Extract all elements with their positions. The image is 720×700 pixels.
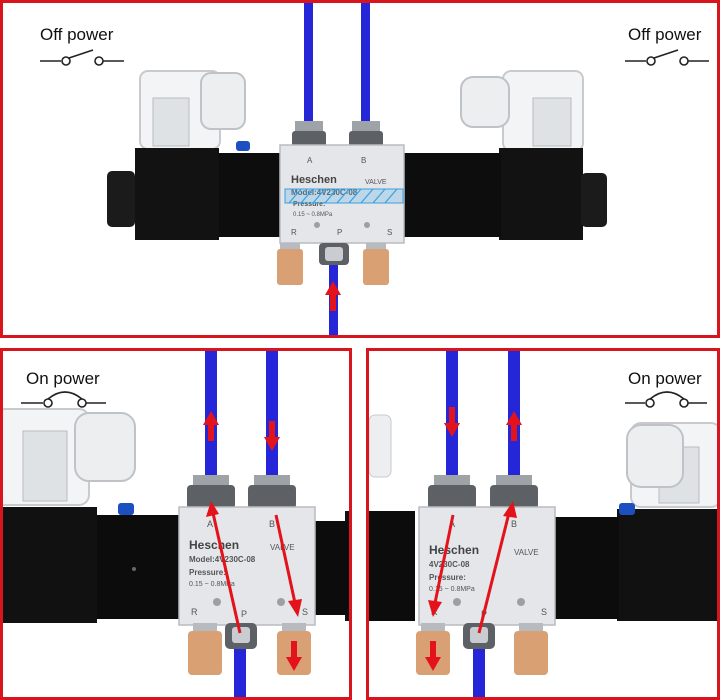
flow-path-p-to-a (206, 501, 242, 634)
model-text: Model:4V230C-08 (291, 188, 358, 197)
pressure-text: Pressure: (189, 568, 226, 577)
right-solenoid (555, 422, 717, 621)
left-solenoid (3, 408, 189, 623)
panel-on-power-right: On power A B Heschen VALVE 4V (366, 348, 720, 700)
brand-text: Heschen (189, 538, 239, 552)
range-text: 0.15 ~ 0.8MPa (293, 212, 333, 218)
port-r-text: R (191, 607, 198, 617)
fitting-p (225, 623, 257, 649)
flow-arrow-up-b (506, 411, 522, 441)
muffler-r (277, 243, 303, 285)
exhaust-arrow-s (286, 641, 302, 671)
fitting-b (490, 475, 538, 509)
valve-type-text: VALVE (365, 179, 387, 186)
off-power-label-right: Off power (628, 25, 702, 44)
range-text: 0.15 ~ 0.8MPa (429, 586, 475, 593)
valve-diagram-on-right: A B Heschen VALVE 4V230C-08 Pressure: 0.… (369, 351, 717, 697)
pressure-text: Pressure: (293, 201, 325, 208)
flow-arrow-p (325, 281, 341, 311)
tube-a (304, 3, 313, 127)
range-text: 0.15 ~ 0.8MPa (189, 581, 235, 588)
port-a-text: A (307, 156, 313, 165)
exhaust-arrow-r (425, 641, 441, 671)
open-switch-icon-right (625, 49, 709, 66)
valve-diagram-on-left: A B Heschen VALVE Model:4V230C-08 Pressu… (3, 351, 349, 697)
off-power-label-left: Off power (40, 25, 114, 44)
flow-arrow-up-a (203, 411, 219, 441)
model-text: 4V230C-08 (429, 560, 470, 569)
flow-path-p-to-b (477, 501, 517, 634)
flow-path-a-to-r (428, 514, 455, 617)
on-power-label-left: On power (26, 369, 100, 388)
tube-b (266, 351, 278, 487)
port-p-text: P (241, 609, 247, 619)
port-b-text: B (269, 519, 275, 529)
port-r-text: R (291, 228, 297, 237)
port-p-text: P (337, 228, 342, 237)
muffler-s (363, 243, 389, 285)
port-s-text: S (302, 607, 308, 617)
flow-arrow-down-b (264, 421, 280, 451)
brand-text: Heschen (291, 174, 337, 186)
tube-p (473, 643, 485, 697)
closed-switch-icon-left (21, 391, 106, 408)
muffler-s (514, 623, 548, 675)
on-power-label-right: On power (628, 369, 702, 388)
fitting-b (248, 475, 296, 509)
left-solenoid (107, 70, 281, 240)
closed-switch-icon-right (625, 391, 707, 408)
valve-diagram-off: A B Heschen VALVE Model:4V230C-08 Pressu… (40, 3, 709, 335)
valve-type-text: VALVE (514, 548, 539, 557)
port-b-text: B (361, 156, 366, 165)
port-b-text: B (511, 519, 517, 529)
fitting-p (319, 243, 349, 265)
fitting-a (428, 475, 476, 509)
brand-text: Heschen (429, 543, 479, 557)
tube-p (234, 643, 246, 697)
pressure-text: Pressure: (429, 573, 466, 582)
panel-off-power: Off power Off power (0, 0, 720, 338)
fitting-a (187, 475, 235, 509)
flow-arrow-down-a (444, 407, 460, 437)
muffler-r (188, 623, 222, 675)
port-s-text: S (387, 228, 392, 237)
port-s-text: S (541, 607, 547, 617)
tube-b (361, 3, 370, 127)
flow-path-b-to-s (274, 514, 302, 617)
open-switch-icon-left (40, 49, 124, 66)
right-solenoid (401, 70, 607, 240)
fitting-p (463, 623, 495, 649)
port-a-text: A (207, 519, 213, 529)
panel-on-power-left: On power A B Heschen VALVE (0, 348, 352, 700)
